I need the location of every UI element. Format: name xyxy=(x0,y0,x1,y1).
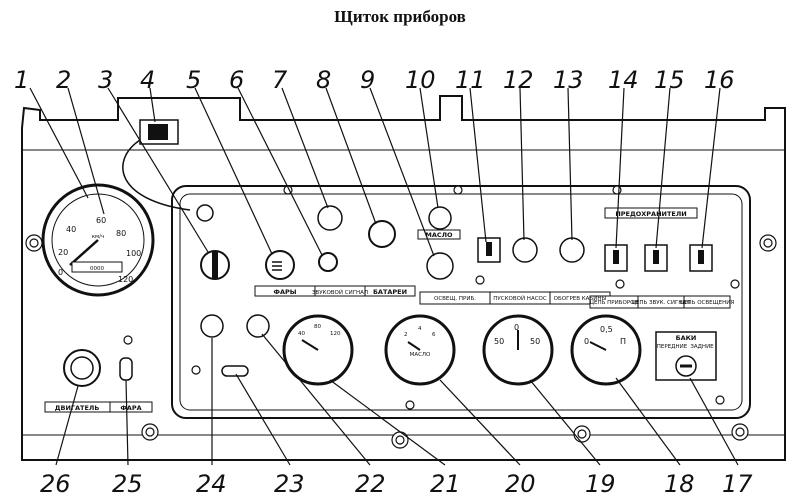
svg-text:ЦЕПЬ ЗВУК. СИГНАЛ: ЦЕПЬ ЗВУК. СИГНАЛ xyxy=(632,300,691,306)
svg-text:ФАРА: ФАРА xyxy=(120,404,141,412)
callout-20: 20 xyxy=(505,470,536,498)
svg-text:ЗАДНИЕ: ЗАДНИЕ xyxy=(690,344,714,350)
callout-4: 4 xyxy=(140,66,155,94)
button-22 xyxy=(246,314,270,338)
callout-22: 22 xyxy=(355,470,386,498)
svg-text:120: 120 xyxy=(118,275,133,284)
svg-text:4: 4 xyxy=(418,326,422,332)
svg-text:МАСЛО: МАСЛО xyxy=(425,231,453,239)
fuse-switches xyxy=(604,244,713,272)
callout-6: 6 xyxy=(229,66,244,94)
svg-text:0: 0 xyxy=(584,337,589,346)
callout-12: 12 xyxy=(503,66,534,94)
odometer-readout: 0000 xyxy=(90,266,104,272)
svg-text:БАКИ: БАКИ xyxy=(676,334,697,342)
svg-text:120: 120 xyxy=(330,331,341,337)
svg-text:ОБОГРЕВ КАБИНЫ: ОБОГРЕВ КАБИНЫ xyxy=(554,296,607,302)
button-26 xyxy=(63,349,101,387)
callout-3: 3 xyxy=(98,66,113,94)
svg-text:40: 40 xyxy=(298,331,305,337)
svg-text:МАСЛО: МАСЛО xyxy=(410,352,431,358)
callout-2: 2 xyxy=(56,66,71,94)
horn-button xyxy=(318,252,338,272)
svg-text:40: 40 xyxy=(66,225,76,234)
svg-text:ПУСКОВОЙ НАСОС: ПУСКОВОЙ НАСОС xyxy=(493,295,547,302)
svg-text:ЦЕПЬ ПРИБОРОВ: ЦЕПЬ ПРИБОРОВ xyxy=(590,300,639,306)
callout-15: 15 xyxy=(654,66,685,94)
lamp-9-oil xyxy=(426,252,454,280)
svg-text:ОСВЕЩ. ПРИБ.: ОСВЕЩ. ПРИБ. xyxy=(434,296,476,302)
ignition-key-switch xyxy=(196,204,230,280)
svg-text:50: 50 xyxy=(530,337,540,346)
lamp-8 xyxy=(368,220,396,248)
svg-text:80: 80 xyxy=(116,229,126,238)
gauge-20-oil: 2 4 6 МАСЛО xyxy=(384,314,456,386)
svg-text:0,5: 0,5 xyxy=(600,325,613,334)
callout-10: 10 xyxy=(405,66,436,94)
screws xyxy=(25,185,777,449)
callout-7: 7 xyxy=(272,66,288,94)
callout-16: 16 xyxy=(704,66,735,94)
callout-14: 14 xyxy=(608,66,639,94)
callout-18: 18 xyxy=(664,470,695,498)
gauge-21: 40 80 120 xyxy=(282,314,354,386)
toggle-25 xyxy=(119,357,133,381)
button-24 xyxy=(200,314,224,338)
toggle-23 xyxy=(221,365,249,377)
page-title: Щиток приборов xyxy=(334,7,466,26)
callout-1: 1 xyxy=(14,66,29,94)
svg-text:ДВИГАТЕЛЬ: ДВИГАТЕЛЬ xyxy=(55,404,100,412)
svg-text:БАТАРЕИ: БАТАРЕИ xyxy=(373,288,407,296)
callout-9: 9 xyxy=(360,66,375,94)
callout-21: 21 xyxy=(430,470,461,498)
callout-8: 8 xyxy=(316,66,331,94)
lamp-12 xyxy=(512,237,538,263)
speedometer: 0000 0 20 40 60 80 100 120 км/ч xyxy=(41,183,155,297)
svg-text:ПЕРЕДНИЕ: ПЕРЕДНИЕ xyxy=(657,344,688,350)
connector-plug xyxy=(122,119,191,211)
svg-text:ЗВУКОВОЙ СИГНАЛ: ЗВУКОВОЙ СИГНАЛ xyxy=(312,289,368,296)
svg-text:6: 6 xyxy=(432,332,436,338)
lamp-13 xyxy=(559,237,585,263)
callout-19: 19 xyxy=(585,470,616,498)
inner-panel xyxy=(171,185,751,419)
gauge-19-ammeter: 50 0 50 xyxy=(482,314,554,386)
lamp-10 xyxy=(428,206,452,230)
svg-text:0: 0 xyxy=(58,268,63,277)
svg-text:100: 100 xyxy=(126,249,141,258)
callout-13: 13 xyxy=(553,66,584,94)
label-plates xyxy=(44,207,731,413)
lamp-7 xyxy=(317,205,343,231)
callout-5: 5 xyxy=(186,66,201,94)
gauge-18-fuel: 0 0,5 П xyxy=(570,314,642,386)
leader-lines xyxy=(29,87,739,466)
svg-text:П: П xyxy=(620,337,626,346)
callout-17: 17 xyxy=(722,470,753,498)
callout-25: 25 xyxy=(112,470,143,498)
svg-text:80: 80 xyxy=(314,324,321,330)
svg-text:км/ч: км/ч xyxy=(92,234,105,240)
svg-text:20: 20 xyxy=(58,248,68,257)
svg-text:0: 0 xyxy=(514,323,519,332)
callout-23: 23 xyxy=(274,470,305,498)
callout-26: 26 xyxy=(40,470,71,498)
svg-text:50: 50 xyxy=(494,337,504,346)
svg-text:ЦЕПЬ ОСВЕЩЕНИЯ: ЦЕПЬ ОСВЕЩЕНИЯ xyxy=(680,300,735,306)
tank-selector-17: БАКИ ПЕРЕДНИЕ ЗАДНИЕ xyxy=(655,331,717,381)
callout-24: 24 xyxy=(196,470,227,498)
callout-11: 11 xyxy=(455,66,486,94)
callout-numbers: 1 2 3 4 5 6 7 8 9 10 11 12 13 14 15 16 1… xyxy=(14,66,753,498)
headlight-indicator-lamp xyxy=(265,250,295,280)
svg-text:2: 2 xyxy=(404,332,408,338)
svg-text:60: 60 xyxy=(96,216,106,225)
panel-outline xyxy=(21,95,786,461)
svg-text:ПРЕДОХРАНИТЕЛИ: ПРЕДОХРАНИТЕЛИ xyxy=(615,210,686,218)
svg-text:ФАРЫ: ФАРЫ xyxy=(274,288,297,296)
